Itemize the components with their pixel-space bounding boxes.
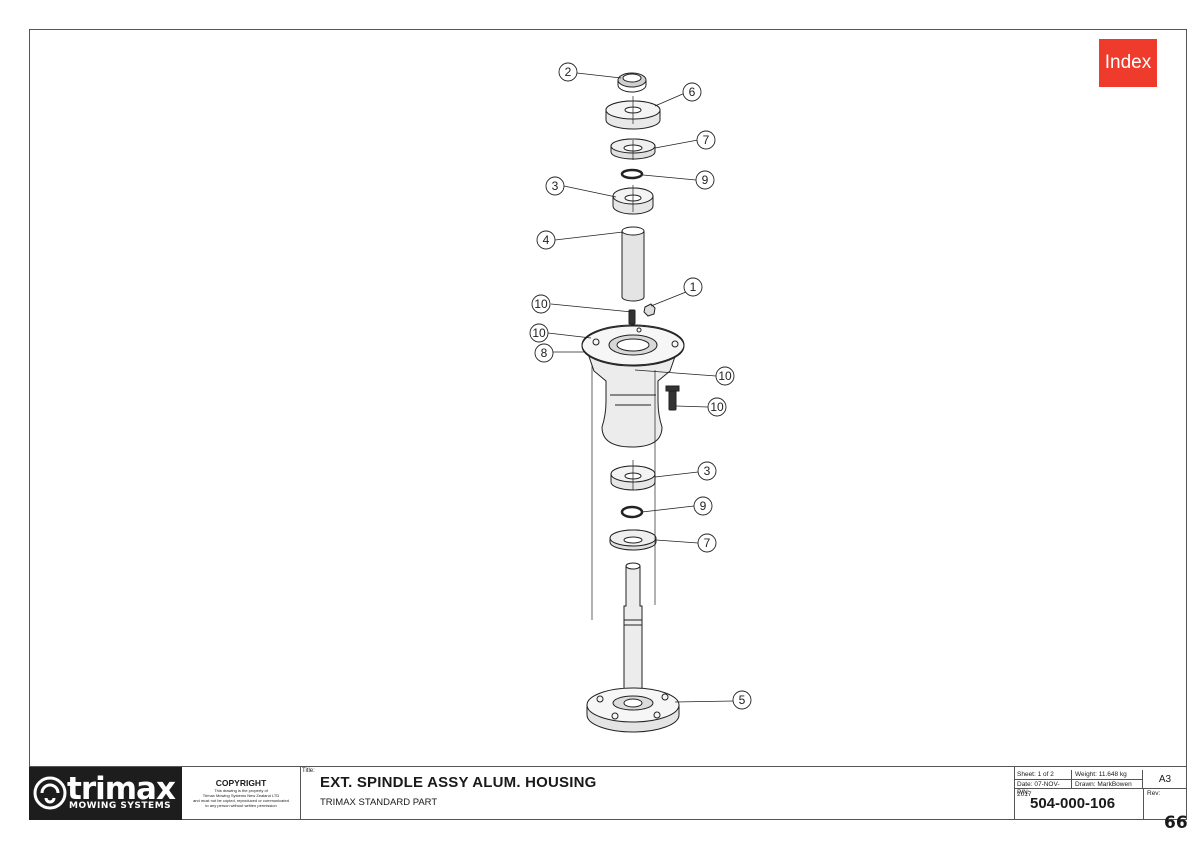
drawing-title: EXT. SPINDLE ASSY ALUM. HOUSING [320,774,597,791]
drawing-sheet-border [29,29,1187,820]
drawing-subtitle: TRIMAX STANDARD PART [320,797,438,808]
drawn-by: Drawn: MarkBowen [1072,780,1143,789]
balloon-label: 7 [703,133,710,147]
balloon-label: 5 [739,693,746,707]
part-9-circlip-top [620,168,644,180]
balloon-label: 7 [704,536,711,550]
part-2-seal [617,72,647,93]
copyright-notice: COPYRIGHT This drawing is the property o… [182,767,301,820]
copyright-line: Trimax Mowing Systems New Zealand LTD [202,793,280,798]
balloon-label: 3 [552,179,559,193]
drawing-info: Sheet: 1 of 2 Weight: 11.648 kg Date: 07… [1014,767,1187,820]
balloon-label: 10 [718,369,732,383]
balloon-label: 2 [565,65,572,79]
part-9-circlip-bottom [620,505,644,519]
balloon-label: 10 [710,400,724,414]
title-area: Title: EXT. SPINDLE ASSY ALUM. HOUSING T… [300,767,1015,820]
balloon-label: 4 [543,233,550,247]
balloon-label: 8 [541,346,548,360]
index-button[interactable]: Index [1099,39,1157,87]
revision: Rev: [1143,789,1187,820]
balloon-label: 1 [690,280,697,294]
part-7-washer-bottom [609,529,657,551]
sheet-number: Sheet: 1 of 2 [1014,770,1072,780]
trimax-swirl-icon [33,776,67,810]
part-number-caption: P/N: [1017,789,1030,796]
balloon-circles [529,62,752,710]
balloon-label: 3 [704,464,711,478]
logo-tagline: MOWING SYSTEMS [69,801,172,811]
balloon-label: 9 [702,173,709,187]
part-number: 504-000-106 [1030,795,1116,812]
part-1-grease-nipple [643,303,656,317]
part-4-spacer-tube [621,226,645,302]
balloon-label: 10 [532,326,546,340]
page-number: 66 [1164,813,1188,833]
copyright-line: and must not be copied, reproduced or co… [193,798,289,803]
balloon-labels: 2 6 7 9 3 4 1 10 10 8 10 10 3 9 7 5 [532,65,745,707]
copyright-line: This drawing is the property of [214,788,268,793]
part-8-housing [581,324,685,448]
balloon-label: 10 [534,297,548,311]
logo-wordmark: trimax [67,771,176,807]
centerlines [591,96,656,620]
balloon-label: 9 [700,499,707,513]
sheet-size: A3 [1143,770,1187,789]
drawing-date: Date: 07-NOV-2017 [1014,780,1072,798]
part-5-shaft-flange [586,562,680,733]
title-caption: Title: [302,768,315,774]
copyright-line: to any person without written permission [205,803,277,808]
copyright-heading: COPYRIGHT [215,778,267,788]
balloon-label: 6 [689,85,696,99]
title-block: trimax MOWING SYSTEMS COPYRIGHT This dra… [29,766,1187,820]
weight: Weight: 11.648 kg [1072,770,1143,780]
trimax-logo: trimax MOWING SYSTEMS [29,767,182,820]
leader-lines [547,72,735,703]
